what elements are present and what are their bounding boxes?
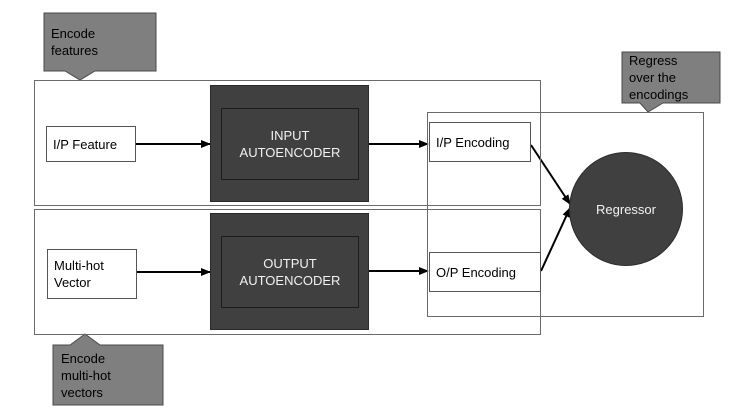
regressor-node: Regressor [569, 152, 683, 266]
op-encoding-label: O/P Encoding [436, 264, 516, 280]
callout-encode-features-shape [43, 12, 157, 81]
arrow-op-encoding-to-regressor [540, 207, 571, 272]
callout-encode-features: Encode features [51, 26, 98, 58]
output-autoencoder: OUTPUT AUTOENCODER [210, 213, 369, 330]
op-encoding-box: O/P Encoding [429, 252, 541, 292]
multihot-vector-box: Multi-hot Vector [47, 249, 137, 299]
ip-feature-box: I/P Feature [46, 126, 136, 162]
callout-regress-shape [621, 51, 721, 113]
output-autoencoder-label: OUTPUT AUTOENCODER [221, 236, 359, 308]
callout-encode-multihot: Encode multi-hot vectors [61, 351, 111, 400]
ip-feature-label: I/P Feature [53, 136, 118, 152]
regressor-label: Regressor [596, 201, 656, 217]
ip-encoding-label: I/P Encoding [436, 134, 510, 150]
input-encoding-group [34, 80, 541, 206]
regression-group [427, 112, 704, 317]
arrow-ip-encoding-to-regressor [530, 144, 571, 205]
input-autoencoder-label: INPUT AUTOENCODER [221, 108, 359, 180]
callout-regress: Regress over the encodings [629, 53, 689, 102]
input-autoencoder: INPUT AUTOENCODER [210, 85, 369, 202]
multihot-vector-label: Multi-hot Vector [54, 258, 104, 290]
callout-encode-multihot-shape [52, 333, 164, 406]
ip-encoding-box: I/P Encoding [429, 122, 531, 162]
